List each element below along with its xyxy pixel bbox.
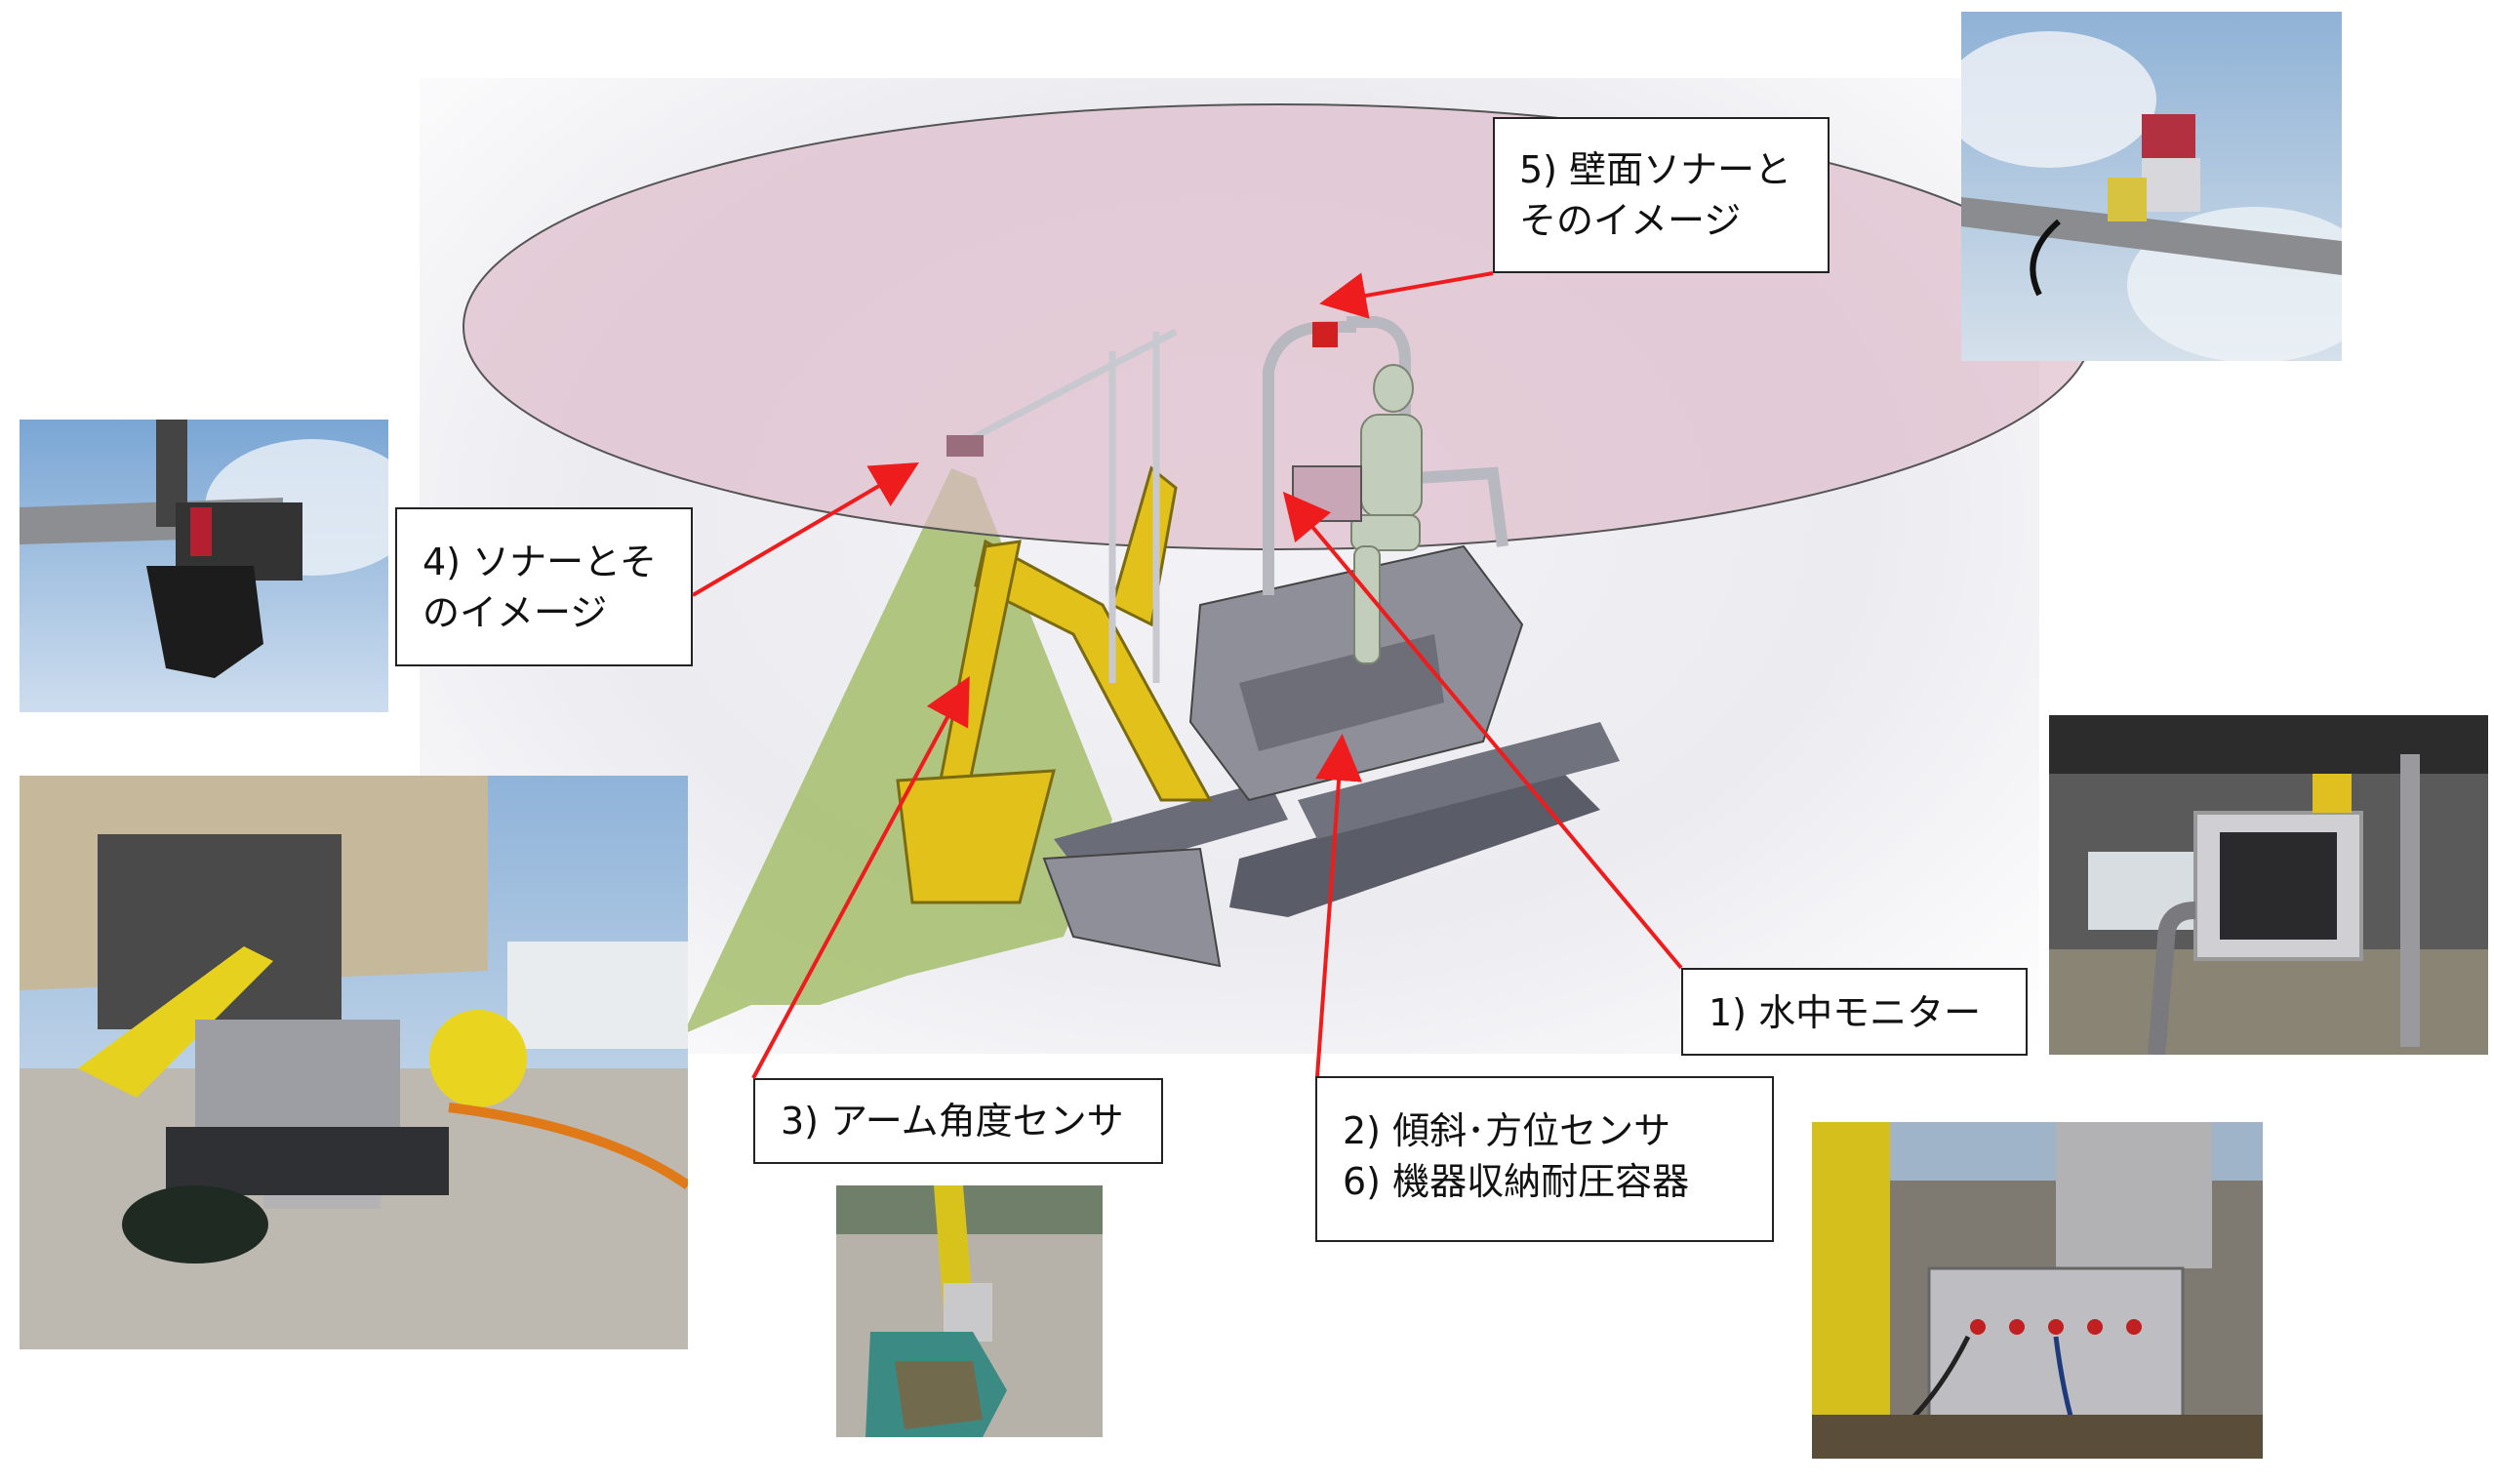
arm-angle-sensor-photo xyxy=(836,1185,1103,1437)
wall-sonar-photo xyxy=(1961,12,2342,361)
callout-sonar: 4) ソナーとそ のイメージ xyxy=(395,507,693,666)
callout-wall-sonar: 5) 壁面ソナーと そのイメージ xyxy=(1493,117,1830,273)
callout-wall-sonar-line2: そのイメージ xyxy=(1519,199,1742,242)
callout-arm-sensor-line1: 3) アーム角度センサ xyxy=(781,1100,1124,1143)
callout-monitor: 1) 水中モニター xyxy=(1681,968,2028,1056)
sonar-photo xyxy=(20,420,388,712)
callout-sonar-line2: のイメージ xyxy=(422,591,608,634)
callout-sonar-line1: 4) ソナーとそ xyxy=(422,541,657,583)
excavator-yard-photo xyxy=(20,776,688,1349)
callout-tilt-sensor-line2: 6) 機器収納耐圧容器 xyxy=(1343,1160,1690,1203)
underwater-monitor-photo xyxy=(2049,715,2488,1055)
callout-tilt-sensor: 2) 傾斜･方位センサ 6) 機器収納耐圧容器 xyxy=(1315,1076,1774,1242)
pressure-container-photo xyxy=(1812,1122,2263,1459)
callout-arm-sensor: 3) アーム角度センサ xyxy=(753,1078,1163,1164)
callout-tilt-sensor-line1: 2) 傾斜･方位センサ xyxy=(1343,1109,1671,1152)
callout-wall-sonar-line1: 5) 壁面ソナーと xyxy=(1519,148,1792,191)
callout-monitor-line1: 1) 水中モニター xyxy=(1709,991,1982,1034)
